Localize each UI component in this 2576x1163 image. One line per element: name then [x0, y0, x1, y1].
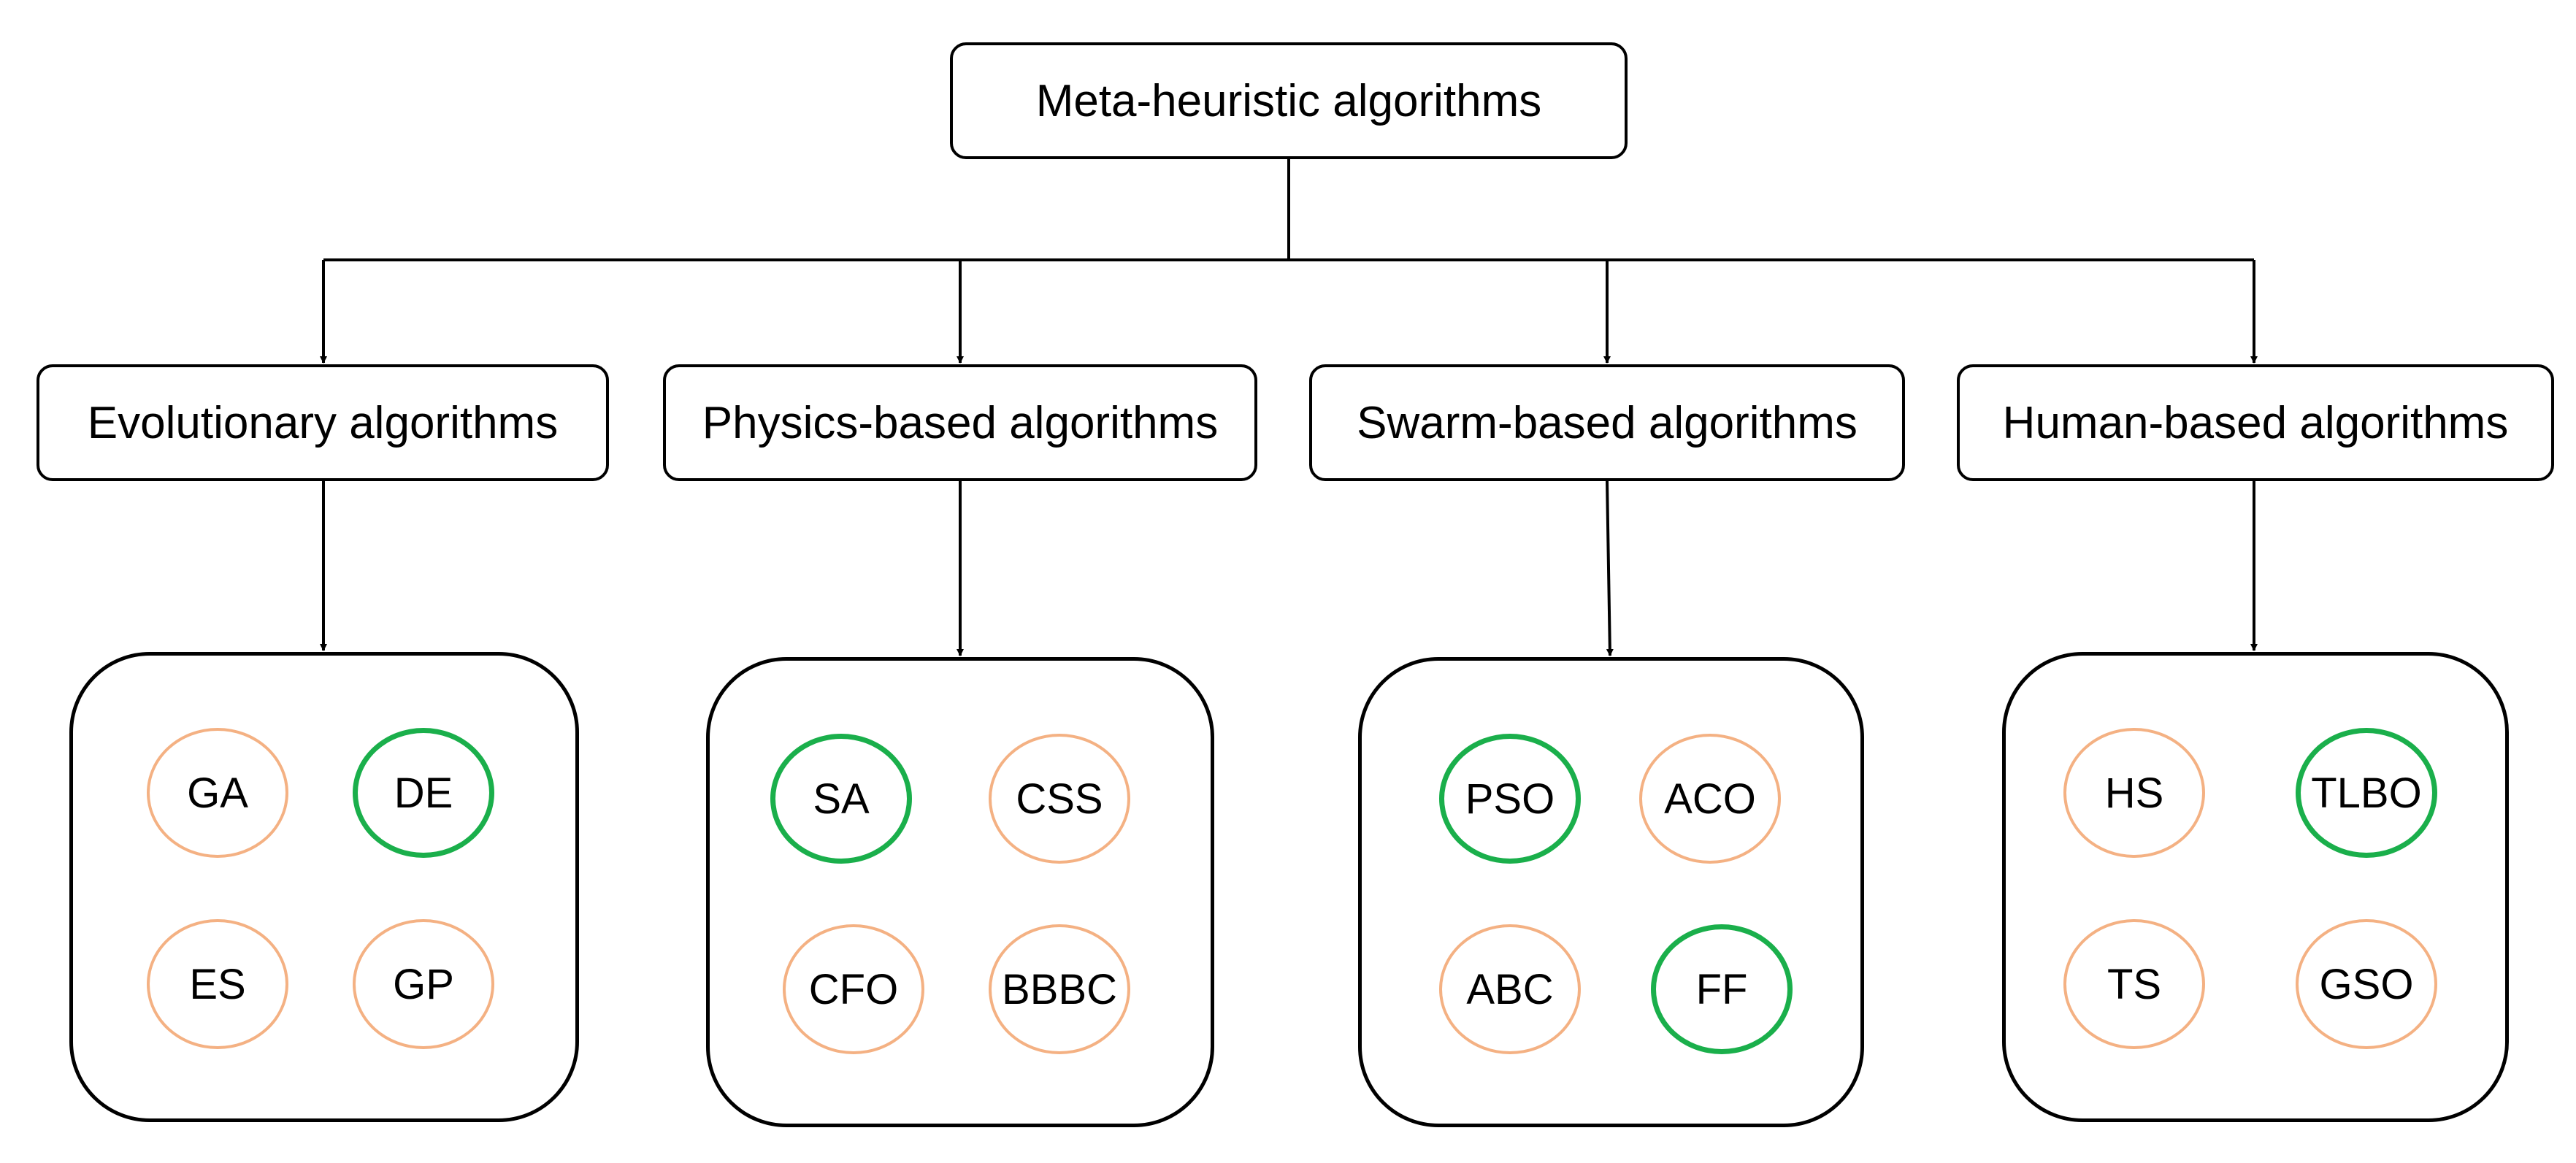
group-human-based: [2002, 652, 2509, 1122]
algorithm-label: BBBC: [1002, 965, 1117, 1013]
group-physics-based: [706, 657, 1214, 1127]
root-node-label: Meta-heuristic algorithms: [1035, 75, 1542, 126]
algorithm-node-pso: PSO: [1439, 734, 1581, 864]
group-swarm-based: [1358, 657, 1864, 1127]
algorithm-label: CSS: [1016, 775, 1103, 823]
algorithm-node-gso: GSO: [2296, 919, 2437, 1049]
algorithm-label: FF: [1695, 965, 1748, 1013]
algorithm-node-bbbc: BBBC: [989, 924, 1130, 1054]
algorithm-node-gp: GP: [353, 919, 494, 1049]
algorithm-label: DE: [394, 769, 453, 817]
algorithm-node-tlbo: TLBO: [2296, 728, 2437, 858]
algorithm-node-ga: GA: [147, 728, 288, 858]
category-label: Evolutionary algorithms: [87, 397, 559, 448]
algorithm-label: ACO: [1664, 775, 1756, 823]
group-evolutionary: [69, 652, 579, 1122]
algorithm-node-ff: FF: [1651, 924, 1793, 1054]
algorithm-label: ES: [189, 960, 246, 1008]
algorithm-label: GP: [393, 960, 454, 1008]
algorithm-label: GA: [187, 769, 248, 817]
category-label: Swarm-based algorithms: [1357, 397, 1858, 448]
algorithm-node-cfo: CFO: [783, 924, 924, 1054]
algorithm-node-css: CSS: [989, 734, 1130, 864]
connector-arrow-to-group: [1606, 480, 1614, 656]
category-physics-based: Physics-based algorithms: [663, 364, 1257, 481]
category-evolutionary: Evolutionary algorithms: [37, 364, 609, 481]
root-node: Meta-heuristic algorithms: [950, 42, 1628, 159]
algorithm-label: CFO: [808, 965, 899, 1013]
algorithm-node-hs: HS: [2063, 728, 2205, 858]
algorithm-node-sa: SA: [770, 734, 912, 864]
algorithm-label: HS: [2104, 769, 2164, 817]
algorithm-label: TLBO: [2311, 769, 2422, 817]
category-human-based: Human-based algorithms: [1957, 364, 2554, 481]
category-swarm-based: Swarm-based algorithms: [1309, 364, 1905, 481]
category-label: Human-based algorithms: [2002, 397, 2509, 448]
algorithm-label: SA: [813, 775, 870, 823]
algorithm-node-ts: TS: [2063, 919, 2205, 1049]
algorithm-label: ABC: [1466, 965, 1554, 1013]
algorithm-node-es: ES: [147, 919, 288, 1049]
algorithm-label: PSO: [1465, 775, 1555, 823]
algorithm-node-aco: ACO: [1639, 734, 1781, 864]
category-label: Physics-based algorithms: [702, 397, 1219, 448]
algorithm-label: TS: [2107, 960, 2162, 1008]
algorithm-label: GSO: [2319, 960, 2414, 1008]
algorithm-node-abc: ABC: [1439, 924, 1581, 1054]
algorithm-node-de: DE: [353, 728, 494, 858]
